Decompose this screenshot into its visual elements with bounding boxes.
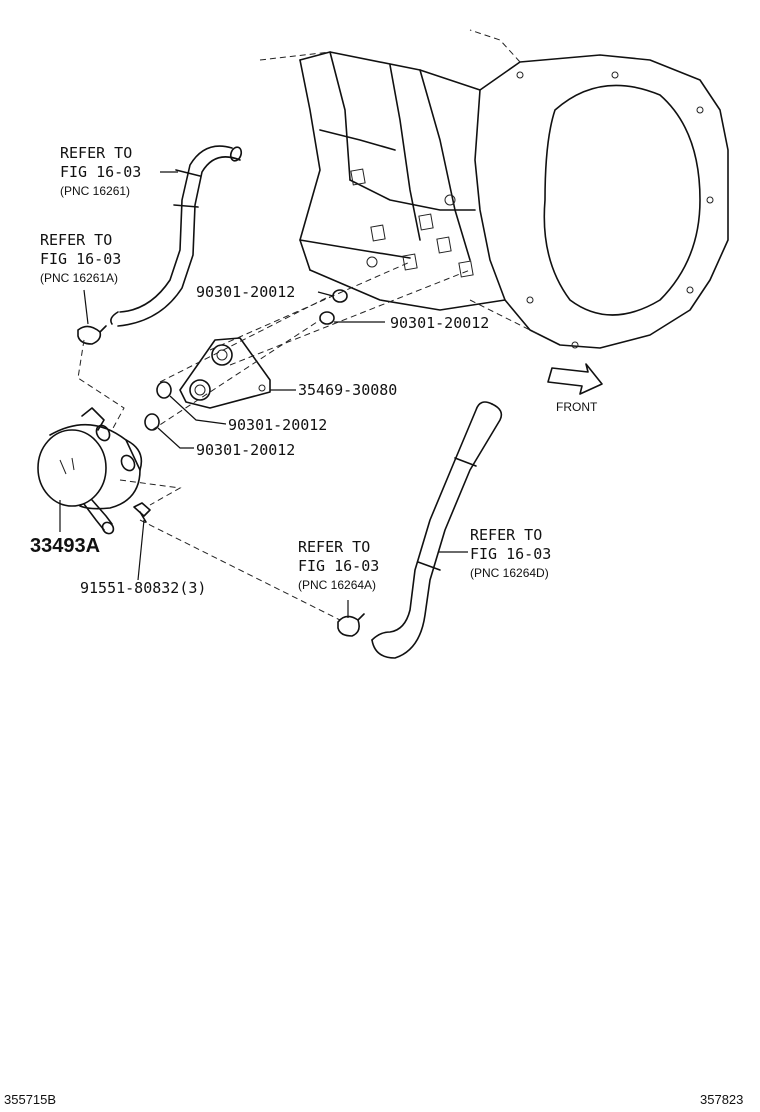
callout-refer-16264a: REFER TO FIG 16-03 (PNC 16264A)	[298, 538, 379, 592]
front-arrow-icon	[547, 363, 603, 395]
footer-right-code: 357823	[700, 1092, 743, 1107]
refer2-line1: REFER TO	[40, 231, 112, 249]
part-number-cooler: 33493A	[30, 535, 100, 557]
refer3-line1: REFER TO	[298, 538, 370, 556]
part-number-oring-b: 90301-20012	[390, 314, 489, 332]
hose-lower	[371, 401, 503, 659]
alignment-lines	[77, 261, 541, 621]
callout-refer-16264d: REFER TO FIG 16-03 (PNC 16264D)	[470, 526, 551, 580]
refer4-line3: (PNC 16264D)	[470, 566, 549, 580]
refer1-line1: REFER TO	[60, 144, 132, 162]
part-number-oring-d: 90301-20012	[196, 441, 295, 459]
part-number-bracket: 35469-30080	[298, 381, 397, 399]
refer2-line2: FIG 16-03	[40, 250, 121, 268]
hose-upper	[110, 145, 243, 327]
part-number-oring-a: 90301-20012	[196, 283, 295, 301]
refer2-line3: (PNC 16261A)	[40, 271, 118, 285]
part-number-oring-c: 90301-20012	[228, 416, 327, 434]
front-label: FRONT	[556, 400, 598, 414]
refer3-line3: (PNC 16264A)	[298, 578, 376, 592]
refer4-line1: REFER TO	[470, 526, 542, 544]
o-rings	[144, 289, 348, 431]
hose-clamp-lower	[337, 613, 365, 637]
part-number-bolt: 91551-80832(3)	[80, 579, 206, 597]
refer1-line2: FIG 16-03	[60, 163, 141, 181]
cooler-bracket	[179, 337, 271, 409]
refer1-line3: (PNC 16261)	[60, 184, 130, 198]
refer4-line2: FIG 16-03	[470, 545, 551, 563]
transmission-housing	[259, 29, 729, 349]
oil-cooler	[37, 407, 143, 535]
bolt	[133, 502, 151, 523]
footer-left-code: 355715B	[4, 1092, 56, 1107]
callout-refer-16261: REFER TO FIG 16-03 (PNC 16261)	[60, 144, 141, 198]
hose-clamp-upper	[77, 325, 107, 345]
leader-lines	[59, 171, 468, 618]
refer3-line2: FIG 16-03	[298, 557, 379, 575]
callout-refer-16261a: REFER TO FIG 16-03 (PNC 16261A)	[40, 231, 121, 285]
